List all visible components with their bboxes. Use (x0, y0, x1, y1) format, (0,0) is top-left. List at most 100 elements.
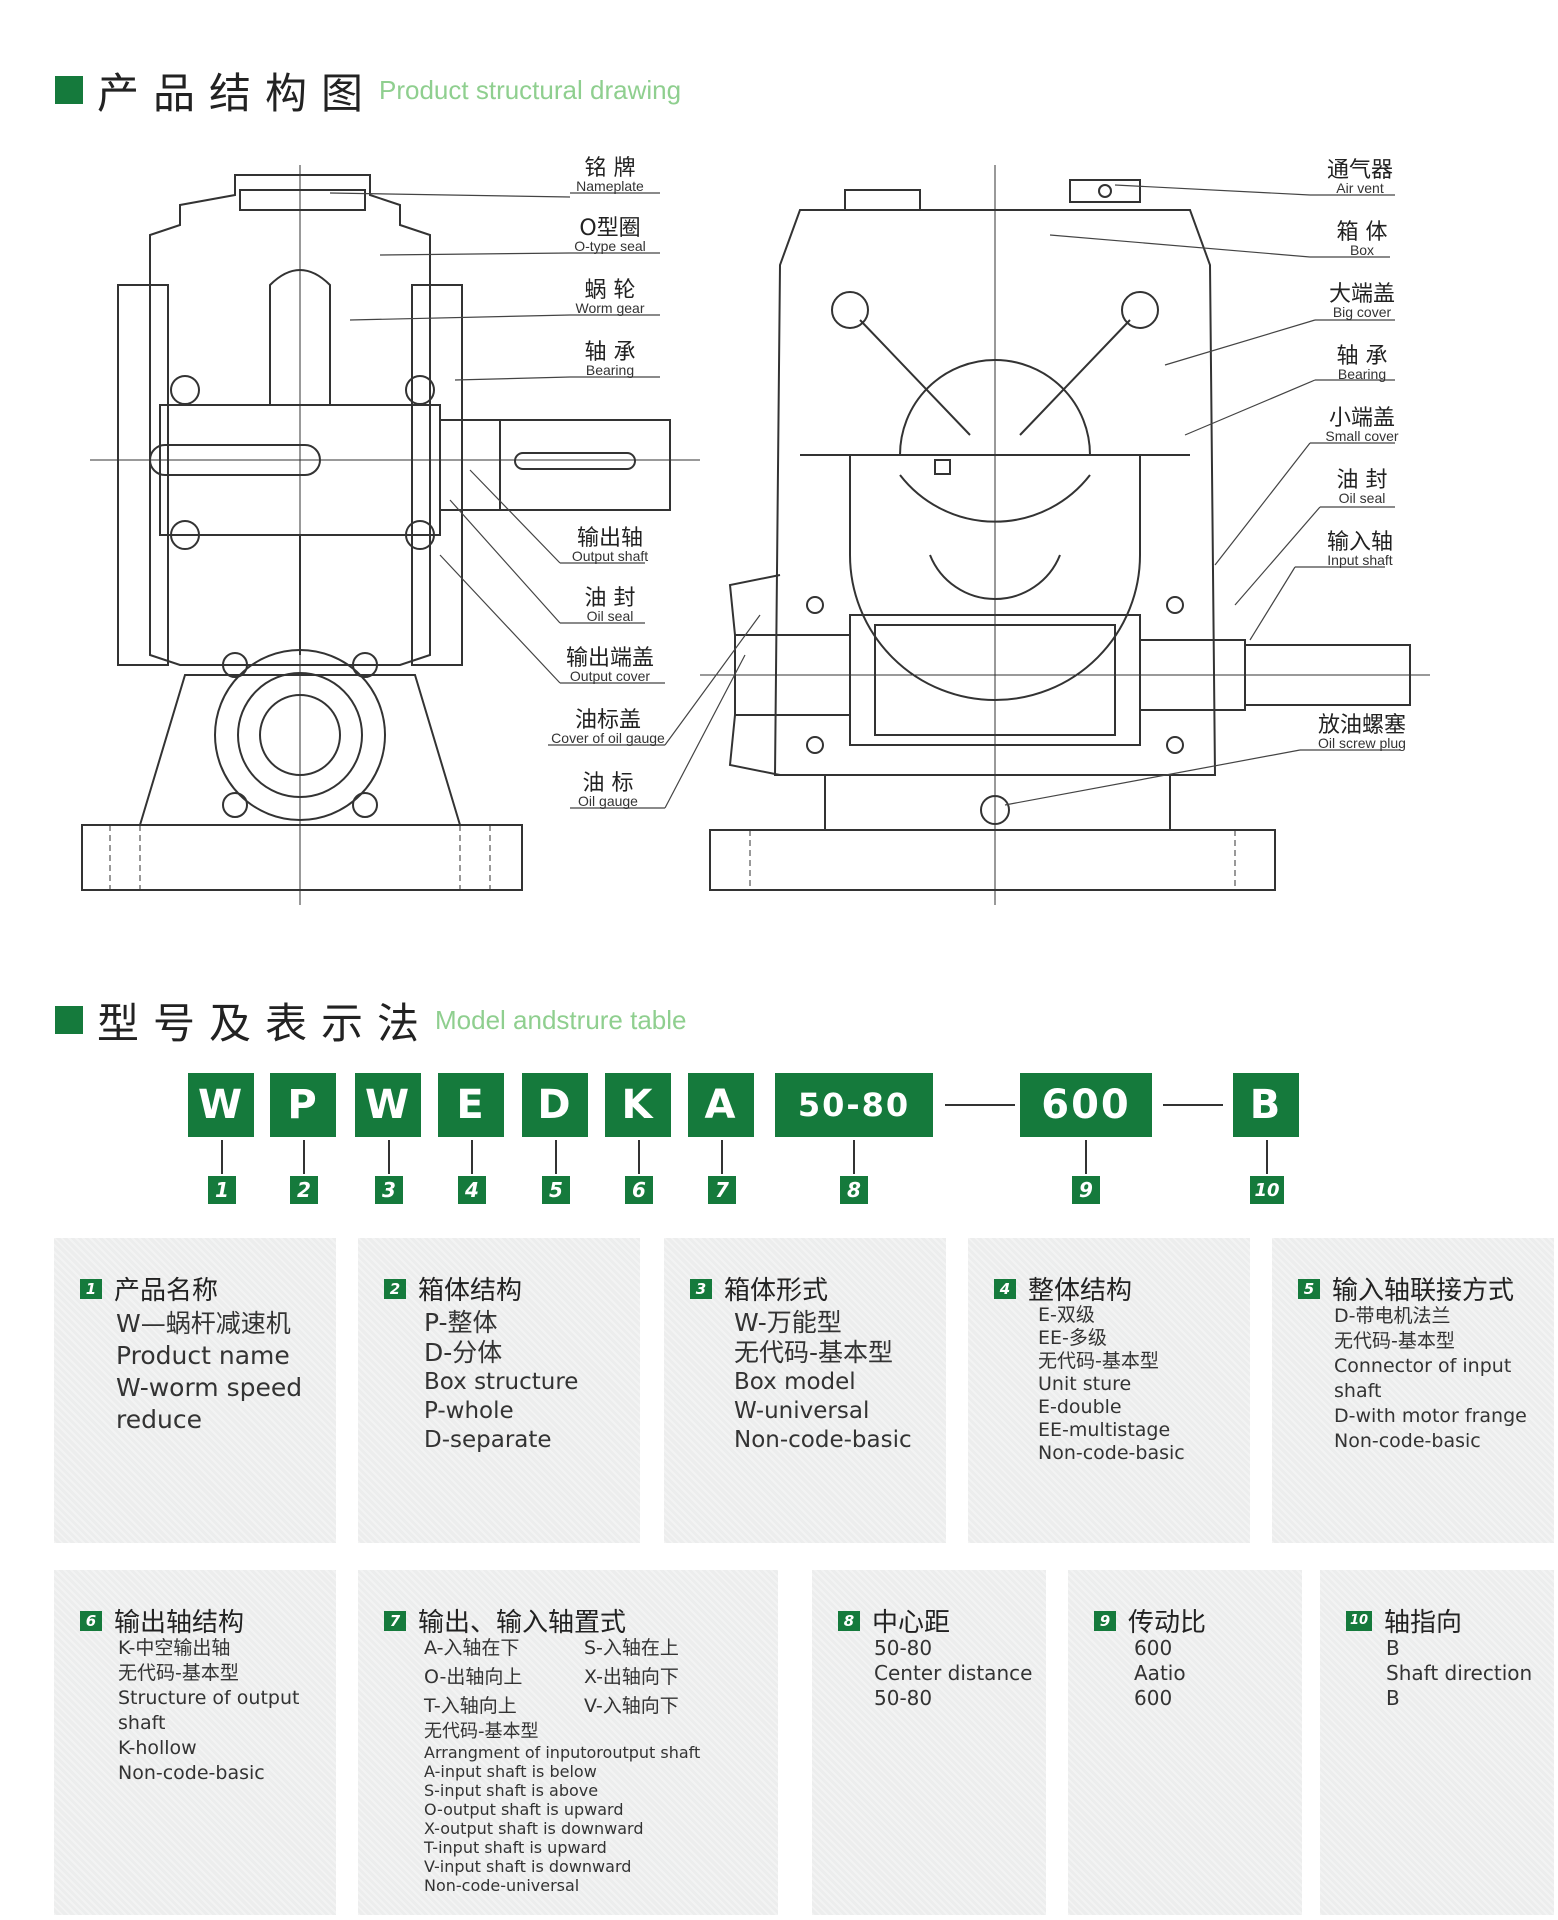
code-connector (555, 1140, 557, 1174)
card-line: Center distance (874, 1661, 1033, 1685)
svg-text:O型圈: O型圈 (579, 216, 640, 241)
card-line: T-入轴向上 (424, 1695, 517, 1717)
code-number-10: 10 (1250, 1176, 1284, 1204)
arrangement-pairs: A-入轴在下 S-入轴在上 O-出轴向上 X-出轴向下 T-入轴向上 V-入轴向… (424, 1634, 744, 1721)
card-line: D-带电机法兰 (1334, 1305, 1451, 1327)
code-box-4: E (438, 1073, 504, 1137)
card-title: 产品名称 (114, 1276, 219, 1306)
card-line: reduce (116, 1405, 202, 1434)
card-lines: B Shaft direction B (1386, 1636, 1532, 1711)
code-connector (388, 1140, 390, 1174)
svg-text:铭 牌: 铭 牌 (585, 156, 636, 181)
card-line: A-input shaft is below (424, 1762, 597, 1781)
card-line: P-整体 (424, 1308, 498, 1337)
svg-text:Output cover: Output cover (570, 668, 650, 684)
card-lines: 50-80 Center distance 50-80 (874, 1636, 1032, 1711)
code-connector (303, 1140, 305, 1174)
card-line: D-with motor frange (1334, 1405, 1527, 1427)
svg-text:Worm gear: Worm gear (576, 300, 645, 316)
code-connector (638, 1140, 640, 1174)
card-badge: 5 (1298, 1278, 1320, 1299)
svg-text:小端盖: 小端盖 (1329, 406, 1395, 431)
code-box-1: W (188, 1073, 254, 1137)
svg-text:输出端盖: 输出端盖 (566, 646, 654, 671)
code-box-7: A (688, 1073, 754, 1137)
card-badge: 7 (384, 1610, 406, 1631)
card-line: W-万能型 (734, 1308, 842, 1337)
card-badge: 6 (80, 1610, 102, 1631)
card-line: E-double (1038, 1396, 1122, 1418)
card-title: 输入轴联接方式 (1332, 1276, 1515, 1306)
card-line: 无代码-基本型 (424, 1721, 539, 1742)
code-connector (221, 1140, 223, 1174)
card-line: B (1386, 1636, 1400, 1660)
card-line: Non-code-basic (118, 1762, 265, 1784)
card-badge: 4 (994, 1278, 1016, 1299)
svg-text:Big cover: Big cover (1333, 304, 1392, 320)
card-input-connector: 5 输入轴联接方式 D-带电机法兰 无代码-基本型 Connector of in… (1272, 1238, 1554, 1543)
card-line: A-入轴在下 (424, 1637, 520, 1659)
card-line: 无代码-基本型 (1334, 1330, 1455, 1352)
right-leader-lines (1004, 184, 1400, 806)
section-title-structure: 产品结构图 Product structural drawing (55, 65, 681, 118)
card-line: shaft (1334, 1380, 1382, 1402)
card-badge: 9 (1094, 1610, 1116, 1631)
card-line: Arrangment of inputoroutput shaft (424, 1743, 701, 1762)
card-line: Box structure (424, 1369, 579, 1395)
card-line: D-separate (424, 1427, 552, 1453)
code-number-7: 7 (708, 1176, 736, 1204)
card-line: B (1386, 1686, 1400, 1710)
code-box-8: 50-80 (775, 1073, 933, 1137)
section-marker-icon (55, 76, 83, 104)
card-line: X-output shaft is downward (424, 1819, 644, 1838)
card-lines: P-整体 D-分体 Box structure P-whole D-separa… (424, 1308, 578, 1455)
card-line: Shaft direction (1386, 1661, 1533, 1685)
svg-text:Box: Box (1350, 242, 1374, 258)
card-line: V-入轴向下 (584, 1695, 679, 1717)
card-title: 输出轴结构 (114, 1608, 245, 1638)
card-lines: D-带电机法兰 无代码-基本型 Connector of input shaft… (1334, 1304, 1527, 1454)
svg-text:箱 体: 箱 体 (1337, 220, 1388, 245)
svg-text:Oil screw plug: Oil screw plug (1318, 735, 1406, 751)
svg-text:Input shaft: Input shaft (1327, 552, 1392, 568)
svg-text:大端盖: 大端盖 (1329, 282, 1395, 307)
card-line: Product name (116, 1341, 290, 1370)
svg-text:轴 承: 轴 承 (585, 340, 636, 365)
card-title: 轴指向 (1384, 1608, 1463, 1638)
card-badge: 8 (838, 1610, 860, 1631)
card-line: 600 (1134, 1686, 1173, 1710)
code-number-2: 2 (290, 1176, 318, 1204)
card-line: 600 (1134, 1636, 1173, 1660)
code-box-5: D (522, 1073, 588, 1137)
code-dash-2 (1163, 1104, 1223, 1106)
svg-text:Output shaft: Output shaft (572, 548, 648, 564)
code-connector (721, 1140, 723, 1174)
card-line: 无代码-基本型 (734, 1338, 894, 1367)
card-line: 50-80 (874, 1686, 933, 1710)
card-line: 50-80 (874, 1636, 933, 1660)
svg-text:油标盖: 油标盖 (575, 708, 641, 733)
section-title-cn: 产品结构图 (97, 68, 378, 118)
card-line: O-出轴向上 (424, 1666, 523, 1688)
card-title: 箱体结构 (418, 1276, 523, 1306)
code-connector (471, 1140, 473, 1174)
svg-text:蜗 轮: 蜗 轮 (585, 278, 636, 303)
code-number-9: 9 (1072, 1176, 1100, 1204)
svg-text:油 封: 油 封 (585, 586, 636, 611)
svg-text:Small cover: Small cover (1325, 428, 1398, 444)
right-view-drawing (700, 165, 1430, 905)
left-view-drawing (81, 165, 700, 905)
code-dash-1 (945, 1104, 1015, 1106)
